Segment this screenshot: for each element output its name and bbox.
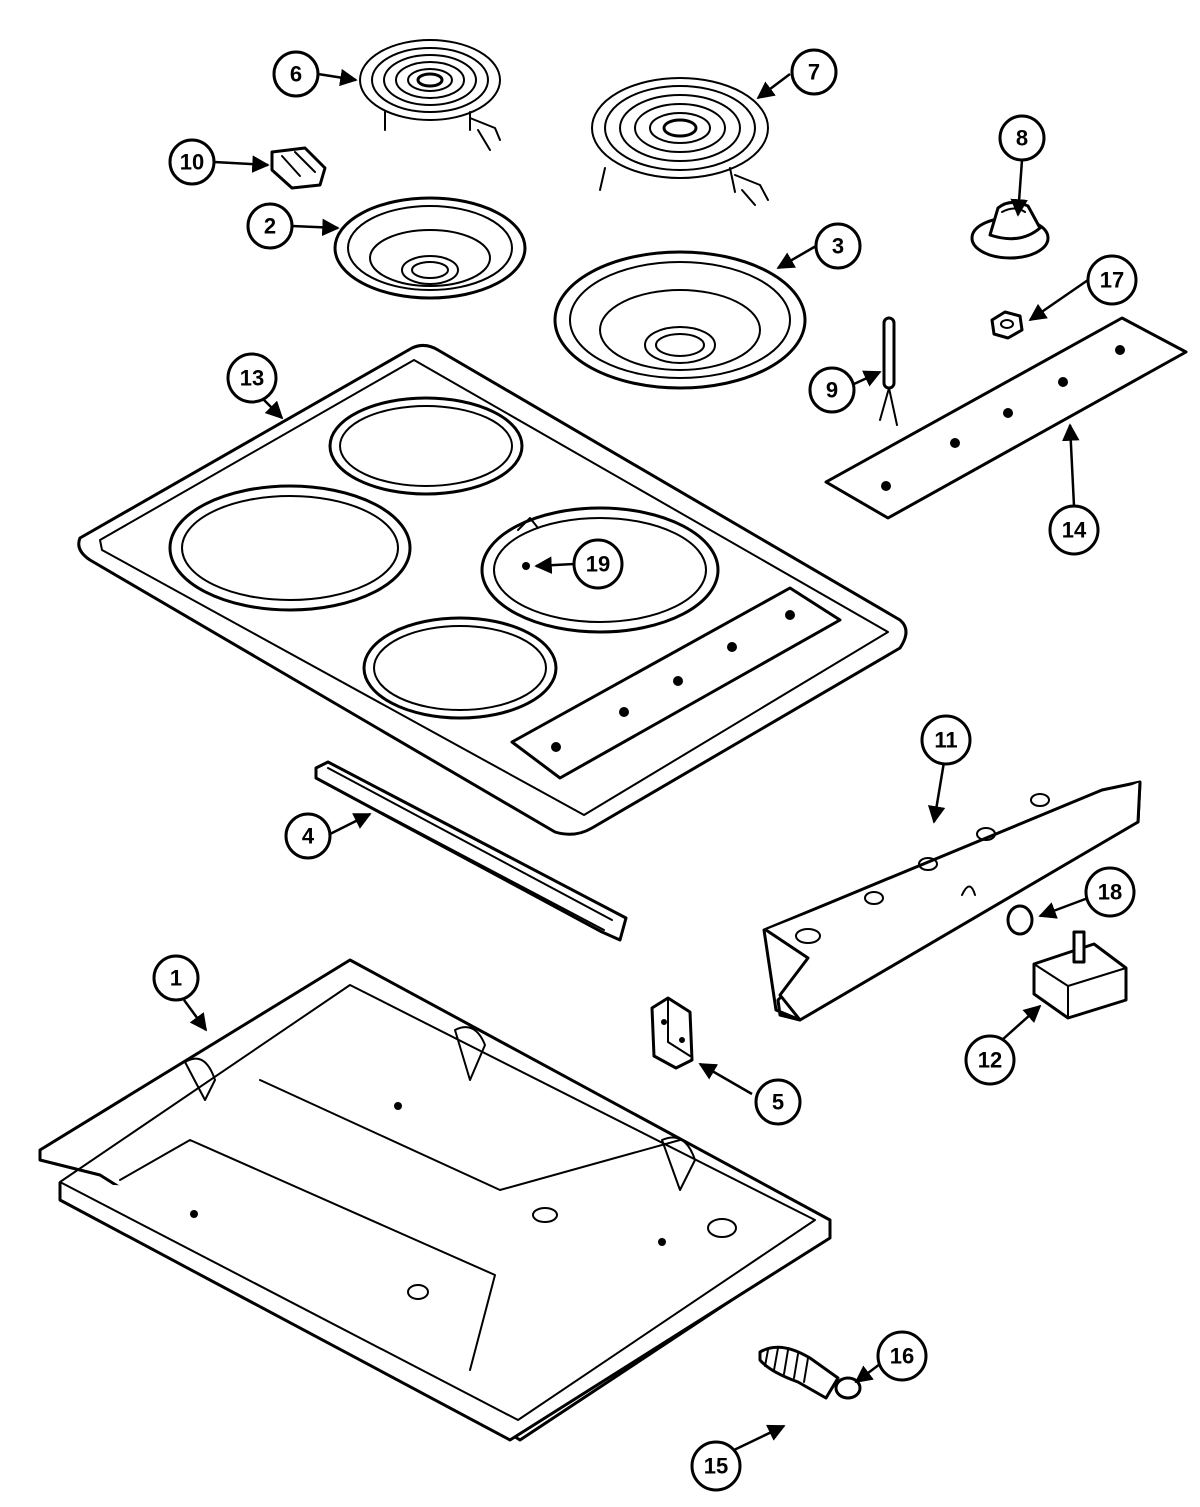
part-1-burner-box: [38, 958, 832, 1442]
part-13-cooktop: [77, 343, 908, 836]
callout-4: 4: [284, 812, 332, 860]
callout-9-label: 9: [826, 378, 838, 403]
callout-14-label: 14: [1062, 518, 1087, 543]
callout-18-label: 18: [1098, 880, 1122, 905]
callout-11-label: 11: [934, 728, 957, 753]
callout-16-label: 16: [890, 1344, 914, 1369]
part-2-small-drip-bowl: [333, 196, 527, 300]
part-8-control-knob: [970, 201, 1050, 260]
part-18-push-button: [1006, 904, 1034, 936]
callout-10: 10: [168, 138, 216, 186]
callout-8-label: 8: [1016, 126, 1028, 151]
callout-6: 6: [272, 50, 320, 98]
callout-10-label: 10: [180, 150, 204, 175]
callout-3-label: 3: [832, 234, 844, 259]
callout-8: 8: [998, 114, 1046, 162]
callout-13-label: 13: [240, 366, 264, 391]
callout-5: 5: [754, 1078, 802, 1126]
callout-1-label: 1: [170, 966, 182, 991]
callout-12-label: 12: [978, 1048, 1002, 1073]
callout-16: 16: [876, 1330, 928, 1382]
part-4-trim-strip: [314, 760, 628, 942]
part-7-large-surface-element: [591, 77, 769, 206]
callout-18: 18: [1084, 866, 1136, 918]
part-15-cable-strain-relief: [758, 1345, 840, 1400]
part-3-large-drip-bowl: [553, 250, 807, 390]
callout-3: 3: [814, 222, 862, 270]
part-14-control-panel-strip: [824, 316, 1188, 520]
part-17-nut: [990, 310, 1024, 340]
callout-6-label: 6: [290, 62, 302, 87]
leader-lines: [182, 68, 1089, 1452]
callout-1: 1: [152, 954, 200, 1002]
callout-5-label: 5: [772, 1090, 784, 1115]
callout-17: 17: [1086, 254, 1138, 306]
callout-2-label: 2: [264, 214, 276, 239]
callout-15: 15: [690, 1440, 742, 1492]
callout-15-label: 15: [704, 1454, 728, 1479]
part-12-infinite-switch: [1032, 930, 1128, 1020]
part-5-mounting-clip: [650, 996, 694, 1070]
callout-19: 19: [572, 538, 624, 590]
callout-14: 14: [1048, 504, 1100, 556]
callout-11: 11: [920, 714, 972, 766]
callout-7: 7: [790, 48, 838, 96]
part-6-small-surface-element: [359, 39, 501, 151]
callout-4-label: 4: [302, 824, 315, 849]
callout-7-label: 7: [808, 60, 820, 85]
callout-19-label: 19: [586, 552, 610, 577]
part-9-probe: [879, 316, 898, 426]
callout-13: 13: [226, 352, 278, 404]
callout-2: 2: [246, 202, 294, 250]
part-10-terminal-block: [270, 146, 327, 190]
part-11-control-bracket: [762, 780, 1142, 1022]
callout-9: 9: [808, 366, 856, 414]
callout-12: 12: [964, 1034, 1016, 1086]
part-16-cable-clamp: [834, 1376, 862, 1400]
callout-17-label: 17: [1100, 268, 1124, 293]
